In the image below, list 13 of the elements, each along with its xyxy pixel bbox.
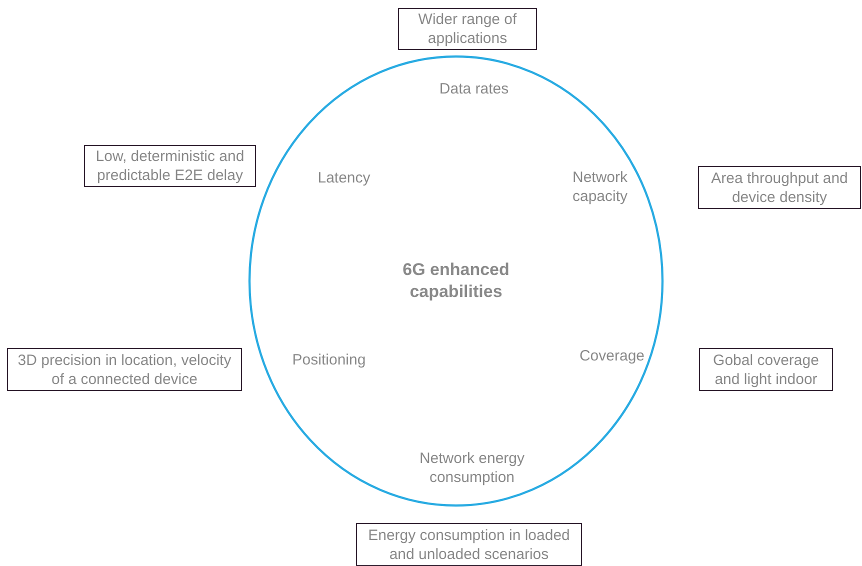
requirement-box: Low, deterministic and predictable E2E delay — [84, 145, 256, 187]
requirement-box: Area throughput and device density — [698, 166, 861, 209]
capability-label: Positioning — [292, 350, 366, 370]
requirement-box: Energy consumption in loaded and unloaded scenarios — [356, 523, 582, 566]
requirement-box: Gobal coverage and light indoor — [699, 348, 833, 391]
requirement-box: Wider range of applications — [398, 8, 537, 50]
center-title: 6G enhanced capabilities — [402, 259, 510, 303]
requirement-box: 3D precision in location, velocity of a connected device — [7, 348, 242, 391]
capability-label: Network capacity — [571, 168, 629, 206]
capability-label: Latency — [318, 168, 370, 188]
capability-label: Data rates — [439, 80, 509, 98]
capability-label: Coverage — [579, 346, 645, 366]
capability-label: Network energy consumption — [418, 449, 526, 487]
